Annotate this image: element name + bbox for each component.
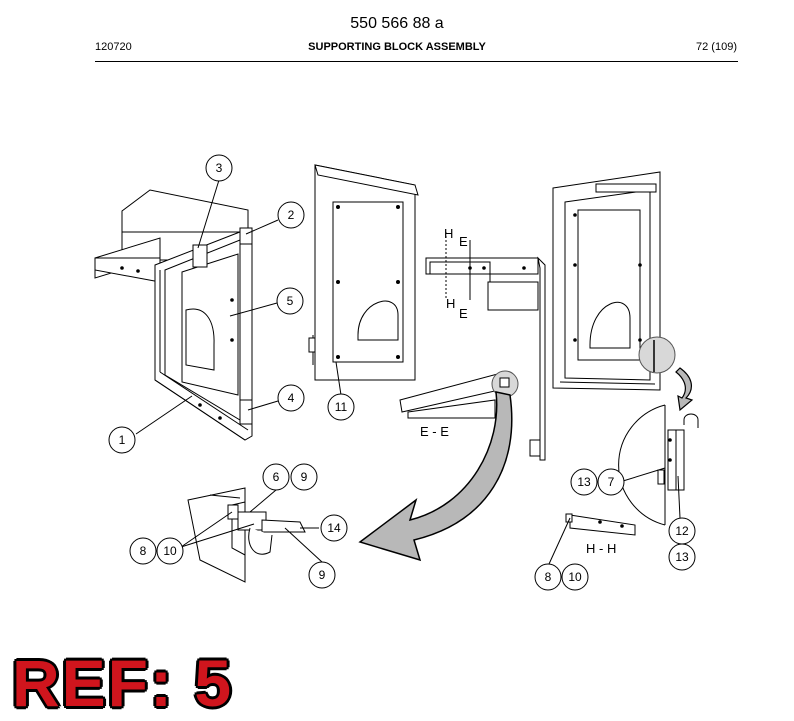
date-code: 120720 bbox=[95, 41, 132, 53]
callout-5: 5 bbox=[287, 294, 294, 308]
section-mark-h-top: H bbox=[444, 226, 453, 241]
header-rule bbox=[95, 61, 738, 62]
callout-10-left: 10 bbox=[163, 544, 177, 558]
callout-4: 4 bbox=[288, 391, 295, 405]
section-view-ee bbox=[399, 370, 519, 419]
callout-12: 12 bbox=[675, 524, 689, 538]
leader-lines bbox=[135, 179, 681, 565]
callout-14: 14 bbox=[327, 521, 341, 535]
callout-13-bottom: 13 bbox=[675, 550, 689, 564]
page-title: SUPPORTING BLOCK ASSEMBLY bbox=[308, 41, 486, 53]
frame-assembly bbox=[94, 189, 253, 441]
section-view-hh bbox=[565, 513, 636, 536]
callout-11: 11 bbox=[335, 400, 348, 414]
hinge-detail bbox=[187, 487, 306, 583]
callout-6: 6 bbox=[273, 470, 280, 484]
callout-8-left: 8 bbox=[140, 544, 147, 558]
detail-arrow-small bbox=[675, 367, 694, 412]
side-panel bbox=[552, 171, 676, 391]
detail-arrow-large bbox=[358, 391, 513, 562]
section-label-ee: E - E bbox=[420, 424, 449, 439]
callout-13-top: 13 bbox=[577, 475, 591, 489]
bracket-detail bbox=[618, 404, 699, 526]
callout-circles bbox=[108, 154, 696, 591]
section-profile bbox=[425, 232, 546, 461]
callout-9-top: 9 bbox=[301, 470, 308, 484]
ref-stamp: REF: 5 bbox=[12, 646, 234, 720]
document-number: 550 566 88 a bbox=[350, 15, 444, 32]
callout-7: 7 bbox=[608, 475, 615, 489]
section-mark-e-bottom: E bbox=[459, 306, 468, 321]
section-mark-e-top: E bbox=[459, 234, 468, 249]
cover-panel bbox=[308, 164, 419, 381]
callout-2: 2 bbox=[288, 208, 295, 222]
callout-10-right: 10 bbox=[568, 570, 582, 584]
callout-3: 3 bbox=[216, 161, 223, 175]
callout-8-right: 8 bbox=[545, 570, 552, 584]
page-number: 72 (109) bbox=[696, 41, 737, 53]
callout-1: 1 bbox=[119, 433, 126, 447]
section-label-hh: H - H bbox=[586, 541, 616, 556]
section-mark-h-bottom: H bbox=[446, 296, 455, 311]
callout-9-bottom: 9 bbox=[319, 568, 326, 582]
